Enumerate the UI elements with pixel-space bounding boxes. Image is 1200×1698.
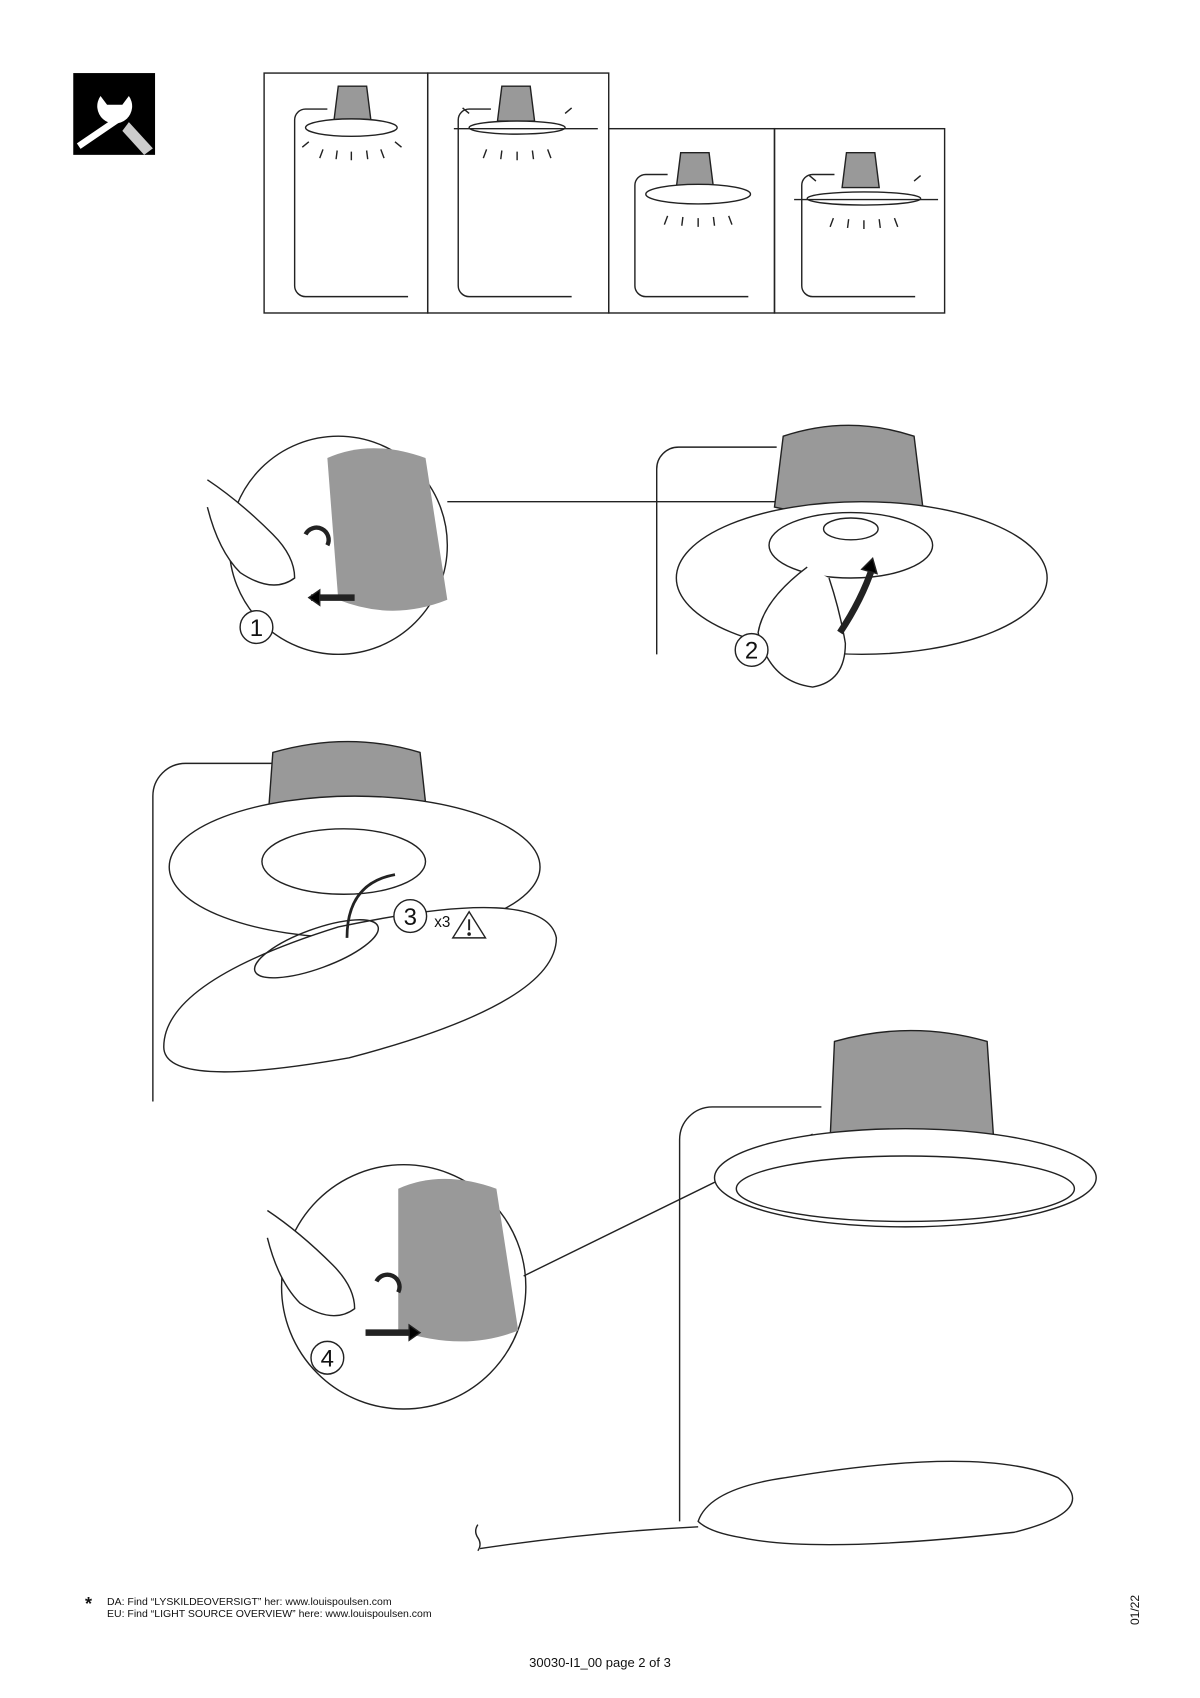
asterisk-icon: *	[85, 1594, 93, 1614]
note-eu: EU: Find “LIGHT SOURCE OVERVIEW” here: w…	[107, 1608, 432, 1620]
repeat-count: x3	[434, 914, 450, 931]
light-source-note: * DA: Find “LYSKILDEOVERSIGT” her: www.l…	[85, 1594, 432, 1620]
svg-text:2: 2	[745, 638, 758, 665]
warning-triangle-icon	[451, 910, 487, 939]
wrench-screwdriver-icon	[73, 73, 156, 155]
svg-text:4: 4	[321, 1345, 334, 1372]
step-2-illustration	[656, 424, 1048, 688]
step-1-marker: 1	[239, 610, 274, 645]
step-4-marker: 4	[310, 1340, 345, 1375]
page-footer: 30030-I1_00 page 2 of 3	[529, 1655, 671, 1670]
svg-text:1: 1	[250, 615, 263, 642]
step-3-marker: 3 x3	[393, 899, 487, 939]
step-1-illustration	[206, 435, 786, 656]
step-4-illustration	[266, 1029, 1097, 1552]
svg-text:3: 3	[404, 904, 417, 931]
step-3-illustration	[152, 740, 558, 1102]
step-2-marker: 2	[734, 632, 769, 668]
revision-date: 01/22	[1128, 1594, 1142, 1625]
adjustment-panels	[263, 72, 946, 314]
note-da: DA: Find “LYSKILDEOVERSIGT” her: www.lou…	[107, 1596, 392, 1608]
